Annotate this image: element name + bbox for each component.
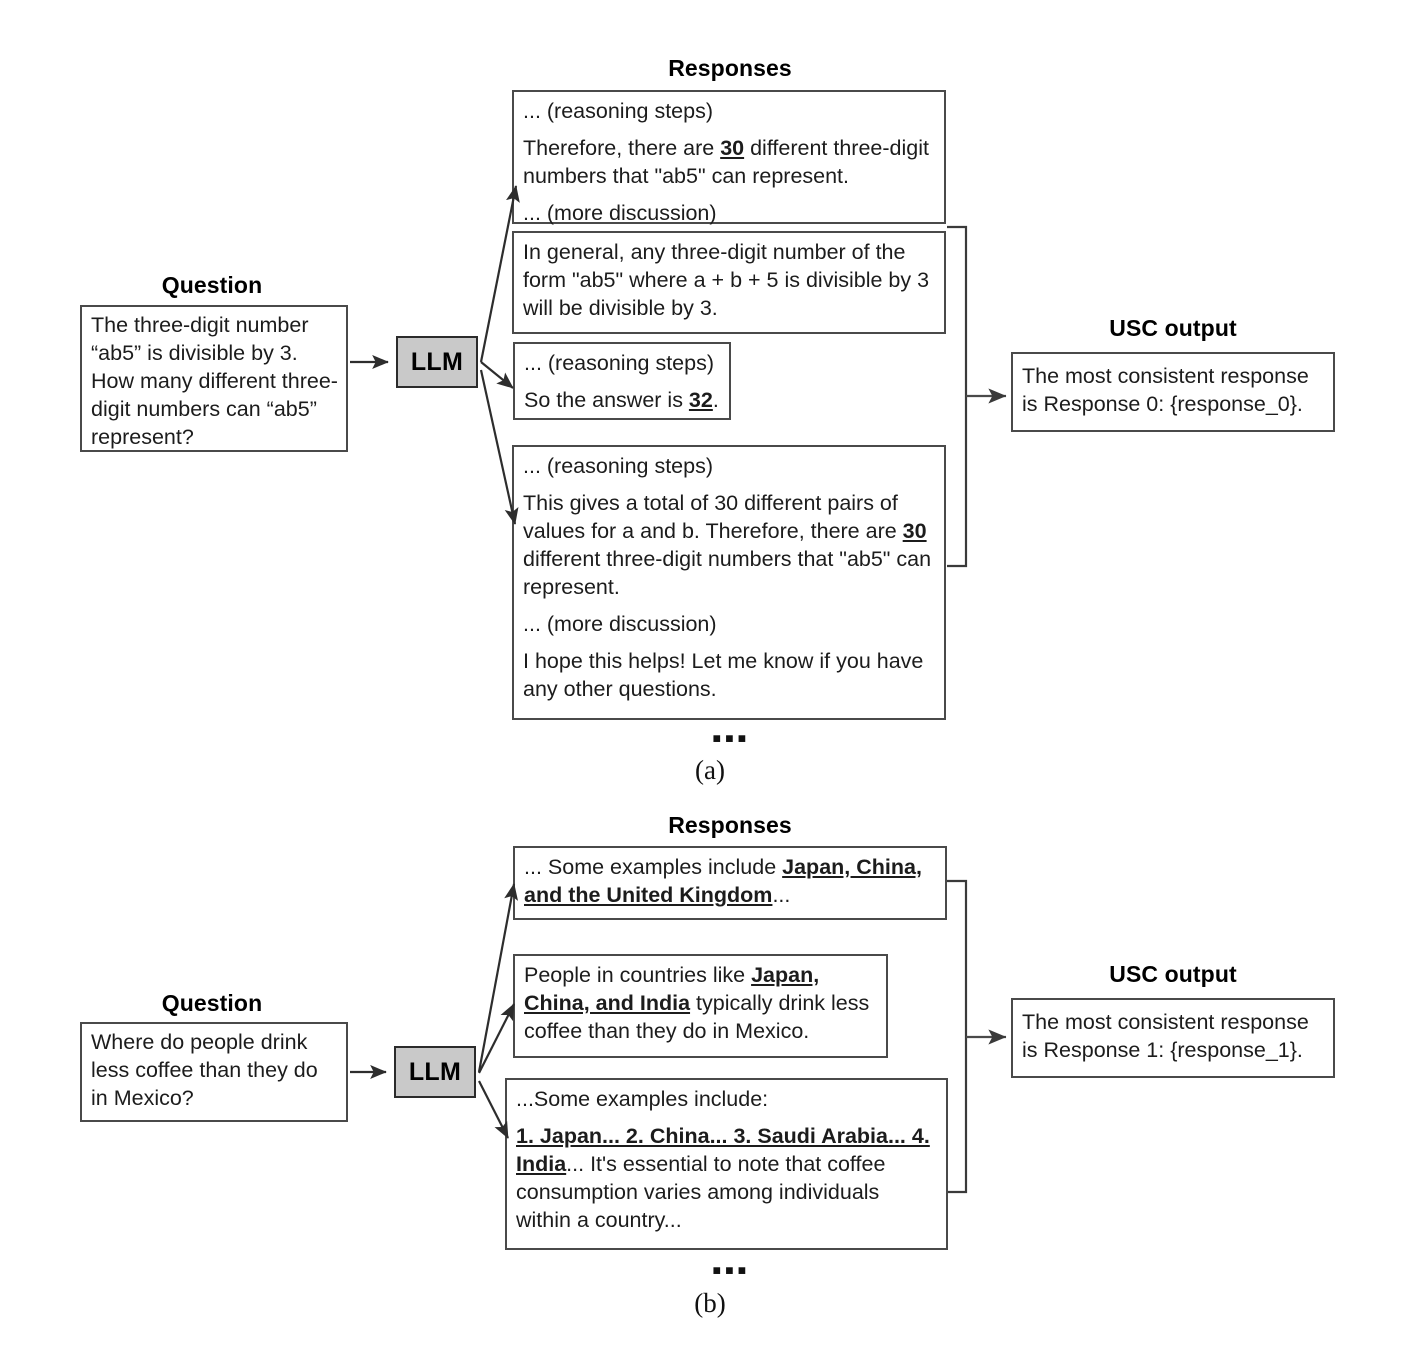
usc-output-text-b: The most consistent response is Response…: [1022, 1010, 1309, 1062]
arrow-llm-to-response-b-3: [478, 1080, 509, 1139]
question-text-b: Where do people drink less coffee than t…: [91, 1030, 318, 1110]
response-box-a-2: In general, any three-digit number of th…: [512, 231, 946, 334]
usc-header-a: USC output: [1109, 315, 1237, 341]
question-text-a: The three-digit number “ab5” is divisibl…: [91, 313, 338, 449]
panel-caption-b: (b): [694, 1288, 726, 1318]
response-line: ... (more discussion): [523, 611, 717, 636]
response-line: People in countries like Japan, China, a…: [524, 963, 870, 1043]
highlight-answer: 32: [688, 387, 713, 412]
response-line: ... (reasoning steps): [524, 351, 715, 375]
response-box-a-3: ... (reasoning steps) So the answer is 3…: [513, 342, 731, 420]
panel-b: Responses Question USC output Where do p…: [0, 0, 1422, 1318]
panel-caption-a: (a): [695, 755, 725, 785]
response-box-b-3: ...Some examples include: 1. Japan... 2.…: [505, 1078, 948, 1250]
usc-output-text-a: The most consistent response is Response…: [1022, 364, 1309, 416]
bracket-responses-b: [947, 879, 968, 1194]
question-box-a: The three-digit number “ab5” is divisibl…: [80, 305, 348, 452]
response-line: ... (reasoning steps): [523, 454, 714, 478]
arrow-llm-to-response-b-1: [477, 883, 519, 1073]
response-line: This gives a total of 30 different pairs…: [523, 490, 932, 599]
usc-output-box-b: The most consistent response is Response…: [1011, 998, 1335, 1078]
responses-ellipsis-b: ▪▪▪: [712, 1255, 750, 1285]
response-line: I hope this helps! Let me know if you ha…: [523, 648, 924, 701]
response-line: ...Some examples include:: [516, 1087, 769, 1111]
question-header-b: Question: [161, 990, 263, 1016]
llm-node-a: LLM: [396, 336, 478, 388]
responses-header-b: Responses: [668, 812, 792, 838]
highlight-answer: Japan, China, and the United Kingdom: [524, 855, 922, 907]
response-box-b-2: People in countries like Japan, China, a…: [513, 954, 888, 1058]
highlight-answer: 1. Japan... 2. China... 3. Saudi Arabia.…: [516, 1123, 930, 1176]
usc-header-b: USC output: [1109, 961, 1237, 987]
response-box-a-4: ... (reasoning steps) This gives a total…: [512, 445, 946, 720]
response-line: ... (reasoning steps): [523, 99, 714, 123]
response-box-a-1: ... (reasoning steps) Therefore, there a…: [512, 90, 946, 225]
response-line: Therefore, there are 30 different three-…: [523, 135, 929, 188]
highlight-answer: 30: [720, 135, 745, 160]
highlight-answer: 30: [902, 518, 927, 543]
question-box-b: Where do people drink less coffee than t…: [80, 1022, 348, 1122]
response-line: ... (more discussion): [523, 200, 717, 225]
response-line: 1. Japan... 2. China... 3. Saudi Arabia.…: [516, 1123, 930, 1232]
response-line: In general, any three-digit number of th…: [523, 240, 930, 320]
response-line: ... Some examples include Japan, China, …: [524, 855, 922, 907]
responses-ellipsis-a: ▪▪▪: [712, 723, 750, 753]
panel-a: Responses Question USC output The three-…: [80, 55, 1335, 785]
highlight-answer: Japan, China, and India: [524, 963, 820, 1015]
response-line: So the answer is 32.: [524, 387, 719, 412]
usc-output-box-a: The most consistent response is Response…: [1011, 352, 1335, 432]
responses-header-a: Responses: [668, 55, 792, 81]
arrow-llm-to-response-b-2: [478, 1003, 515, 1074]
response-box-b-1: ... Some examples include Japan, China, …: [513, 846, 947, 920]
question-header-a: Question: [161, 272, 263, 298]
llm-node-b: LLM: [394, 1046, 476, 1098]
